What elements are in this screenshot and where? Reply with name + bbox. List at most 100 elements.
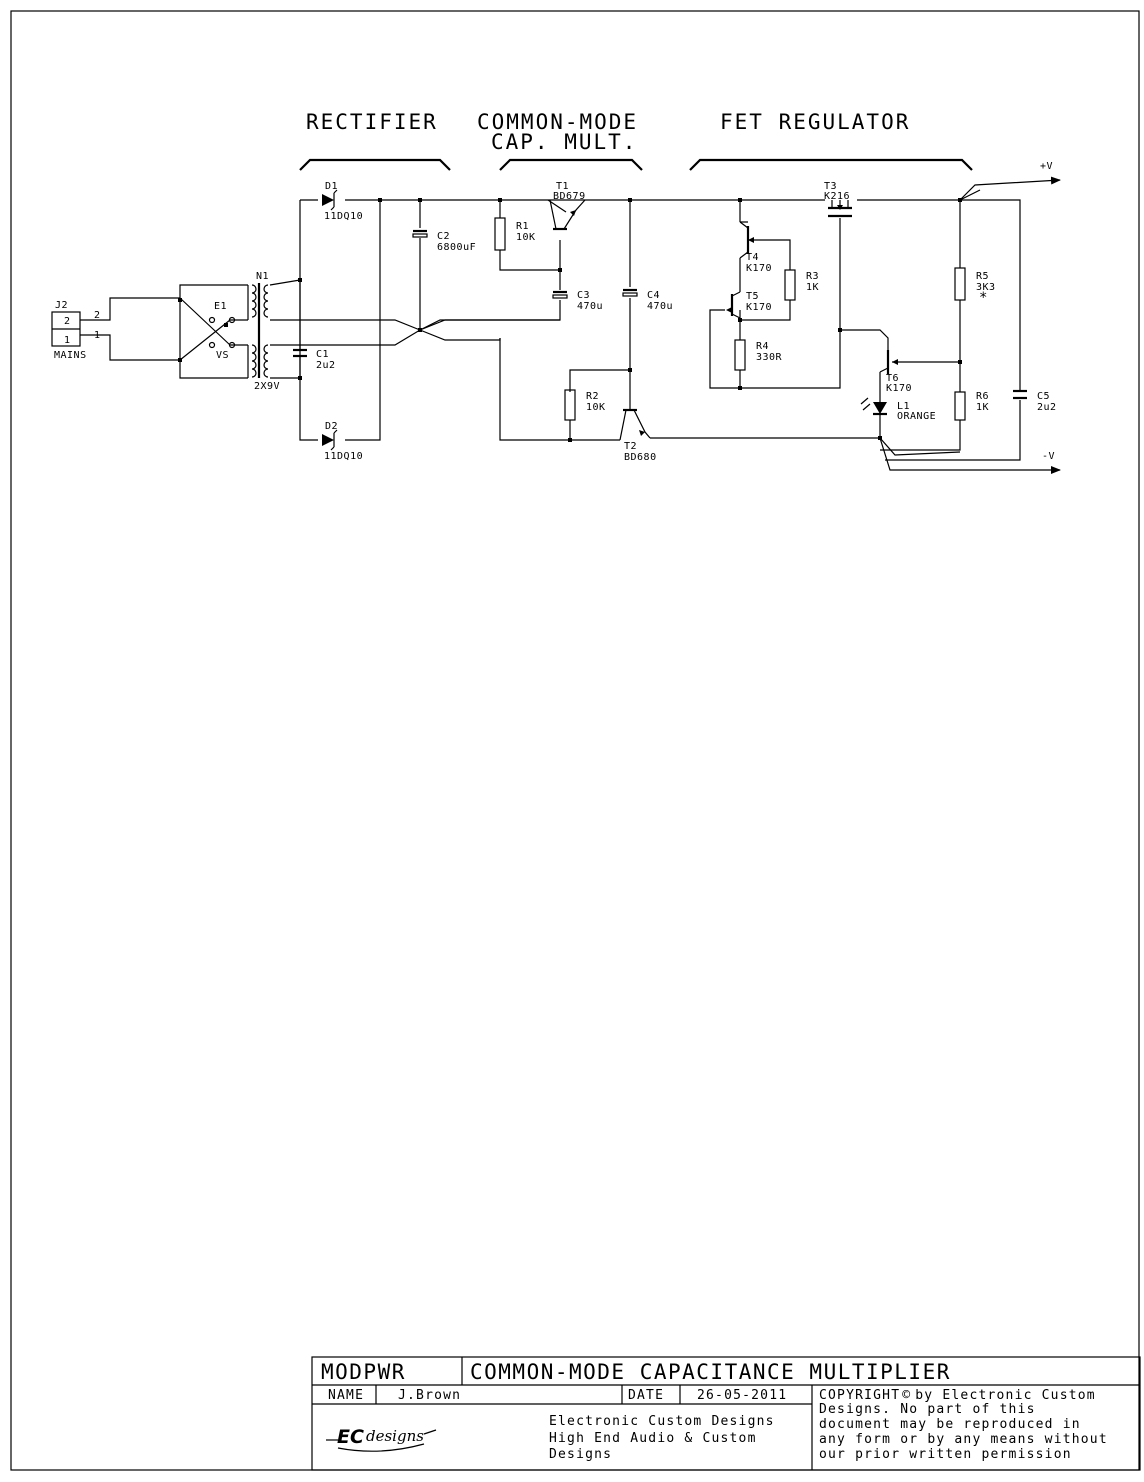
transformer-n1: N1 2X9V <box>251 271 280 392</box>
company-line-2: High End Audio & Custom <box>549 1431 757 1446</box>
company-line-1: Electronic Custom Designs <box>549 1414 775 1429</box>
section-fet-regulator: FET REGULATOR <box>720 110 910 134</box>
d2-value: 11DQ10 <box>324 451 363 462</box>
rail-pos-label: +V <box>1040 161 1053 172</box>
name-value: J.Brown <box>398 1388 461 1403</box>
resistor-r2: R2 10K <box>564 389 605 421</box>
r6-value: 1K <box>976 402 989 413</box>
copyright-line-5: our prior written permission <box>819 1447 1072 1462</box>
bracket-cap-mult <box>499 158 643 171</box>
j2-label: MAINS <box>54 350 87 361</box>
bracket-fet-regulator <box>689 158 973 171</box>
c3-ref: C3 <box>577 290 590 301</box>
junctions <box>178 198 962 442</box>
resistor-r4: R4 330R <box>734 339 783 371</box>
project-code: MODPWR <box>321 1360 406 1384</box>
copyright-line-2: Designs. No part of this <box>819 1402 1036 1417</box>
c2-value: 6800uF <box>437 242 476 253</box>
t6-value: K170 <box>886 383 912 394</box>
copyright-line-1: COPYRIGHT©by Electronic Custom <box>819 1388 1096 1403</box>
diode-d2: D2 11DQ10 <box>322 421 363 462</box>
c2-ref: C2 <box>437 231 450 242</box>
transistor-t5: T5 K170 <box>726 291 772 319</box>
d2-ref: D2 <box>325 421 338 432</box>
t2-value: BD680 <box>624 452 657 463</box>
r4-ref: R4 <box>756 341 769 352</box>
c1-value: 2u2 <box>316 360 336 371</box>
transistor-t3: T3 K216 <box>824 181 852 218</box>
bracket-rectifier <box>299 158 451 171</box>
j2-pin1-inner: 1 <box>64 335 71 346</box>
r5-ref: R5 <box>976 271 989 282</box>
j2-pin1: 1 <box>94 330 101 341</box>
date-value: 26-05-2011 <box>697 1388 787 1403</box>
led-l1: L1 ORANGE <box>860 397 936 422</box>
r2-ref: R2 <box>586 391 599 402</box>
r6-ref: R6 <box>976 391 989 402</box>
c4-ref: C4 <box>647 290 660 301</box>
copyright-line-3: document may be reproduced in <box>819 1417 1081 1432</box>
t1-ref: T1 <box>556 181 569 192</box>
logo-designs: designs <box>366 1427 424 1445</box>
name-label: NAME <box>328 1388 364 1403</box>
r3-ref: R3 <box>806 271 819 282</box>
d1-ref: D1 <box>325 181 338 192</box>
capacitor-c3: C3 470u <box>552 290 603 312</box>
n1-value: 2X9V <box>254 381 280 392</box>
l1-value: ORANGE <box>897 411 936 422</box>
vs-label: VS <box>216 350 229 361</box>
voltage-selector: E1 VS <box>208 301 236 361</box>
transistor-t6: T6 K170 <box>879 350 912 394</box>
t3-value: K216 <box>824 191 850 202</box>
resistor-r3: R3 1K <box>784 269 819 301</box>
r4-value: 330R <box>756 352 783 363</box>
d1-value: 11DQ10 <box>324 211 363 222</box>
c1-ref: C1 <box>316 349 329 360</box>
resistor-r5: R5 3K3 * <box>954 267 995 306</box>
title-block: MODPWR COMMON-MODE CAPACITANCE MULTIPLIE… <box>311 1356 1141 1471</box>
j2-pin2-inner: 2 <box>64 316 71 327</box>
transistor-t1: T1 BD679 <box>549 181 586 231</box>
copyright-symbol: © <box>902 1388 911 1403</box>
t5-value: K170 <box>746 302 772 313</box>
section-cap-mult: CAP. MULT. <box>491 130 637 154</box>
c3-value: 470u <box>577 301 603 312</box>
r5-mark: * <box>979 290 988 306</box>
r1-ref: R1 <box>516 221 529 232</box>
date-label: DATE <box>628 1388 664 1403</box>
capacitor-c1: C1 2u2 <box>293 280 336 378</box>
t5-ref: T5 <box>746 291 759 302</box>
t2-ref: T2 <box>624 441 637 452</box>
t4-value: K170 <box>746 263 772 274</box>
j2-ref: J2 <box>55 300 68 311</box>
company-line-3: Designs <box>549 1447 612 1462</box>
rail-neg-label: -V <box>1042 451 1055 462</box>
r3-value: 1K <box>806 282 819 293</box>
drawing-title: COMMON-MODE CAPACITANCE MULTIPLIER <box>470 1360 951 1384</box>
capacitor-c2: C2 6800uF <box>412 229 476 253</box>
j2-connector: J2 2 1 2 1 MAINS <box>51 300 101 361</box>
transistor-t4: T4 K170 <box>739 221 772 274</box>
section-headings: RECTIFIER COMMON-MODE CAP. MULT. FET REG… <box>299 110 973 171</box>
logo-ec: EC <box>337 1426 364 1448</box>
t1-value: BD679 <box>553 191 586 202</box>
copyright-line-4: any form or by any means without <box>819 1432 1108 1447</box>
transistor-t2: T2 BD680 <box>619 405 657 463</box>
n1-ref: N1 <box>256 271 269 282</box>
resistor-r6: R6 1K <box>954 391 989 421</box>
r1-value: 10K <box>516 232 536 243</box>
ecdesigns-logo: EC designs <box>326 1426 437 1452</box>
l1-ref: L1 <box>897 401 910 412</box>
c5-ref: C5 <box>1037 391 1050 402</box>
sheet-border <box>10 10 1140 1471</box>
t6-ref: T6 <box>886 373 899 384</box>
capacitor-c5: C5 2u2 <box>1013 389 1057 413</box>
section-common-mode: COMMON-MODE <box>477 110 638 134</box>
section-rectifier: RECTIFIER <box>306 110 438 134</box>
c5-value: 2u2 <box>1037 402 1057 413</box>
capacitor-c4: C4 470u <box>622 288 673 312</box>
wiring <box>80 176 1061 474</box>
c4-value: 470u <box>647 301 673 312</box>
e1-label: E1 <box>214 301 227 312</box>
